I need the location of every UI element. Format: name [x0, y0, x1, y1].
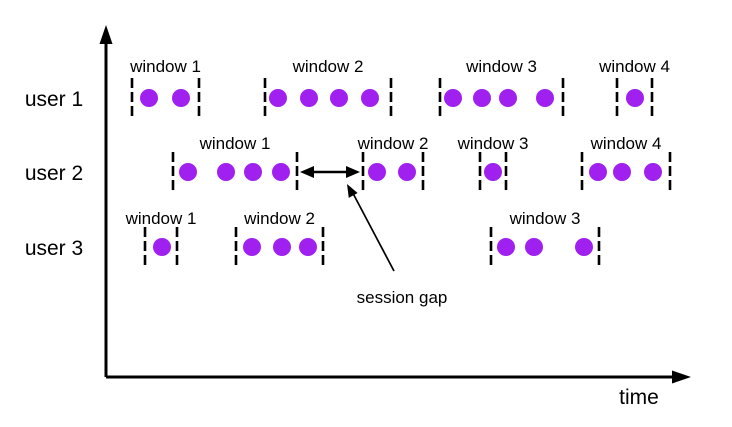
event-dot	[299, 238, 317, 256]
event-dot	[179, 163, 197, 181]
event-dot	[140, 89, 158, 107]
session-gap-label: session gap	[357, 288, 448, 307]
event-dot	[361, 89, 379, 107]
event-dot	[473, 89, 491, 107]
session-gap-arrowhead-left	[300, 166, 314, 178]
event-dot	[244, 163, 262, 181]
event-dot	[368, 163, 386, 181]
window-label: window 2	[357, 134, 429, 153]
event-dot	[589, 163, 607, 181]
window-label: window 3	[465, 57, 537, 76]
event-dot	[444, 89, 462, 107]
event-dot	[300, 89, 318, 107]
event-dot	[536, 89, 554, 107]
window-label: window 3	[509, 209, 581, 228]
window-label: window 1	[129, 57, 201, 76]
event-dot	[644, 163, 662, 181]
event-dot	[269, 89, 287, 107]
x-axis-arrowhead	[672, 370, 691, 384]
session-gap-arrowhead-right	[346, 166, 360, 178]
window-label: window 2	[243, 209, 315, 228]
event-dot	[626, 89, 644, 107]
window-label: window 4	[590, 134, 662, 153]
window-label: window 3	[457, 134, 529, 153]
user-row-label: user 2	[25, 162, 83, 185]
event-dot	[243, 238, 261, 256]
window-label: window 4	[598, 57, 670, 76]
window-label: window 1	[125, 209, 197, 228]
event-dot	[172, 89, 190, 107]
event-dot	[153, 238, 171, 256]
event-dot	[273, 238, 291, 256]
event-dot	[398, 163, 416, 181]
window-label: window 1	[199, 134, 271, 153]
session-gap-pointer-line	[350, 190, 395, 272]
time-axis-label: time	[619, 386, 659, 409]
user-row-label: user 1	[25, 88, 83, 111]
window-label: window 2	[292, 57, 364, 76]
event-dot	[499, 89, 517, 107]
event-dot	[613, 163, 631, 181]
session-gap-pointer-arrowhead	[347, 184, 358, 198]
event-dot	[217, 163, 235, 181]
event-dot	[497, 238, 515, 256]
event-dot	[484, 163, 502, 181]
event-dot	[525, 238, 543, 256]
user-row-label: user 3	[25, 237, 83, 260]
event-dot	[330, 89, 348, 107]
event-dot	[272, 163, 290, 181]
event-dot	[575, 238, 593, 256]
y-axis-arrowhead	[99, 25, 113, 44]
